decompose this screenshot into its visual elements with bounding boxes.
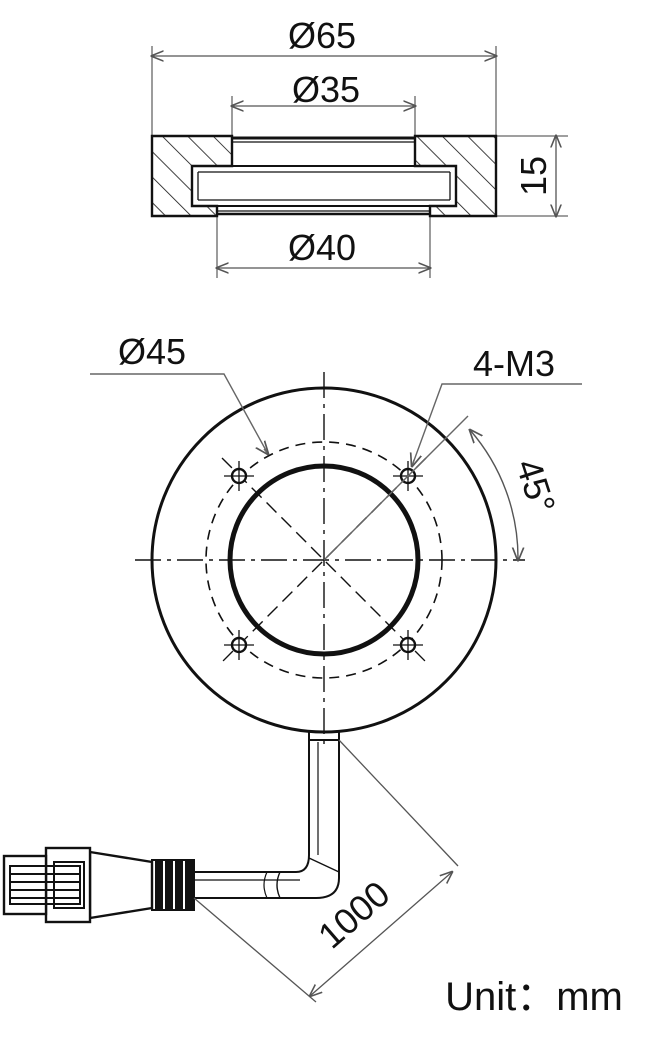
ring-section-right (413, 134, 498, 218)
angle-arc (470, 430, 518, 560)
dim-inner-bottom-diameter: Ø40 (288, 227, 356, 268)
section-view: Ø65 Ø35 Ø40 15 (152, 15, 568, 278)
dim-height: 15 (513, 156, 554, 196)
hole-circle (205, 441, 443, 679)
front-view: Ø45 4-M3 45° (90, 331, 582, 750)
dim-inner-top-diameter: Ø35 (292, 69, 360, 110)
unit-label: Unit：mm (445, 975, 623, 1019)
dim-mounting-holes: 4-M3 (473, 343, 555, 384)
dim-outer-diameter: Ø65 (288, 15, 356, 56)
dim-angle: 45° (508, 454, 564, 518)
dim-cable-length: 1000 (310, 873, 397, 956)
dim-hole-circle: Ø45 (118, 331, 186, 372)
dim-line-cable (310, 872, 452, 996)
cable-assembly: 1000 (2, 732, 459, 1003)
ring-section-left (150, 134, 234, 218)
inner-opening (227, 463, 421, 657)
